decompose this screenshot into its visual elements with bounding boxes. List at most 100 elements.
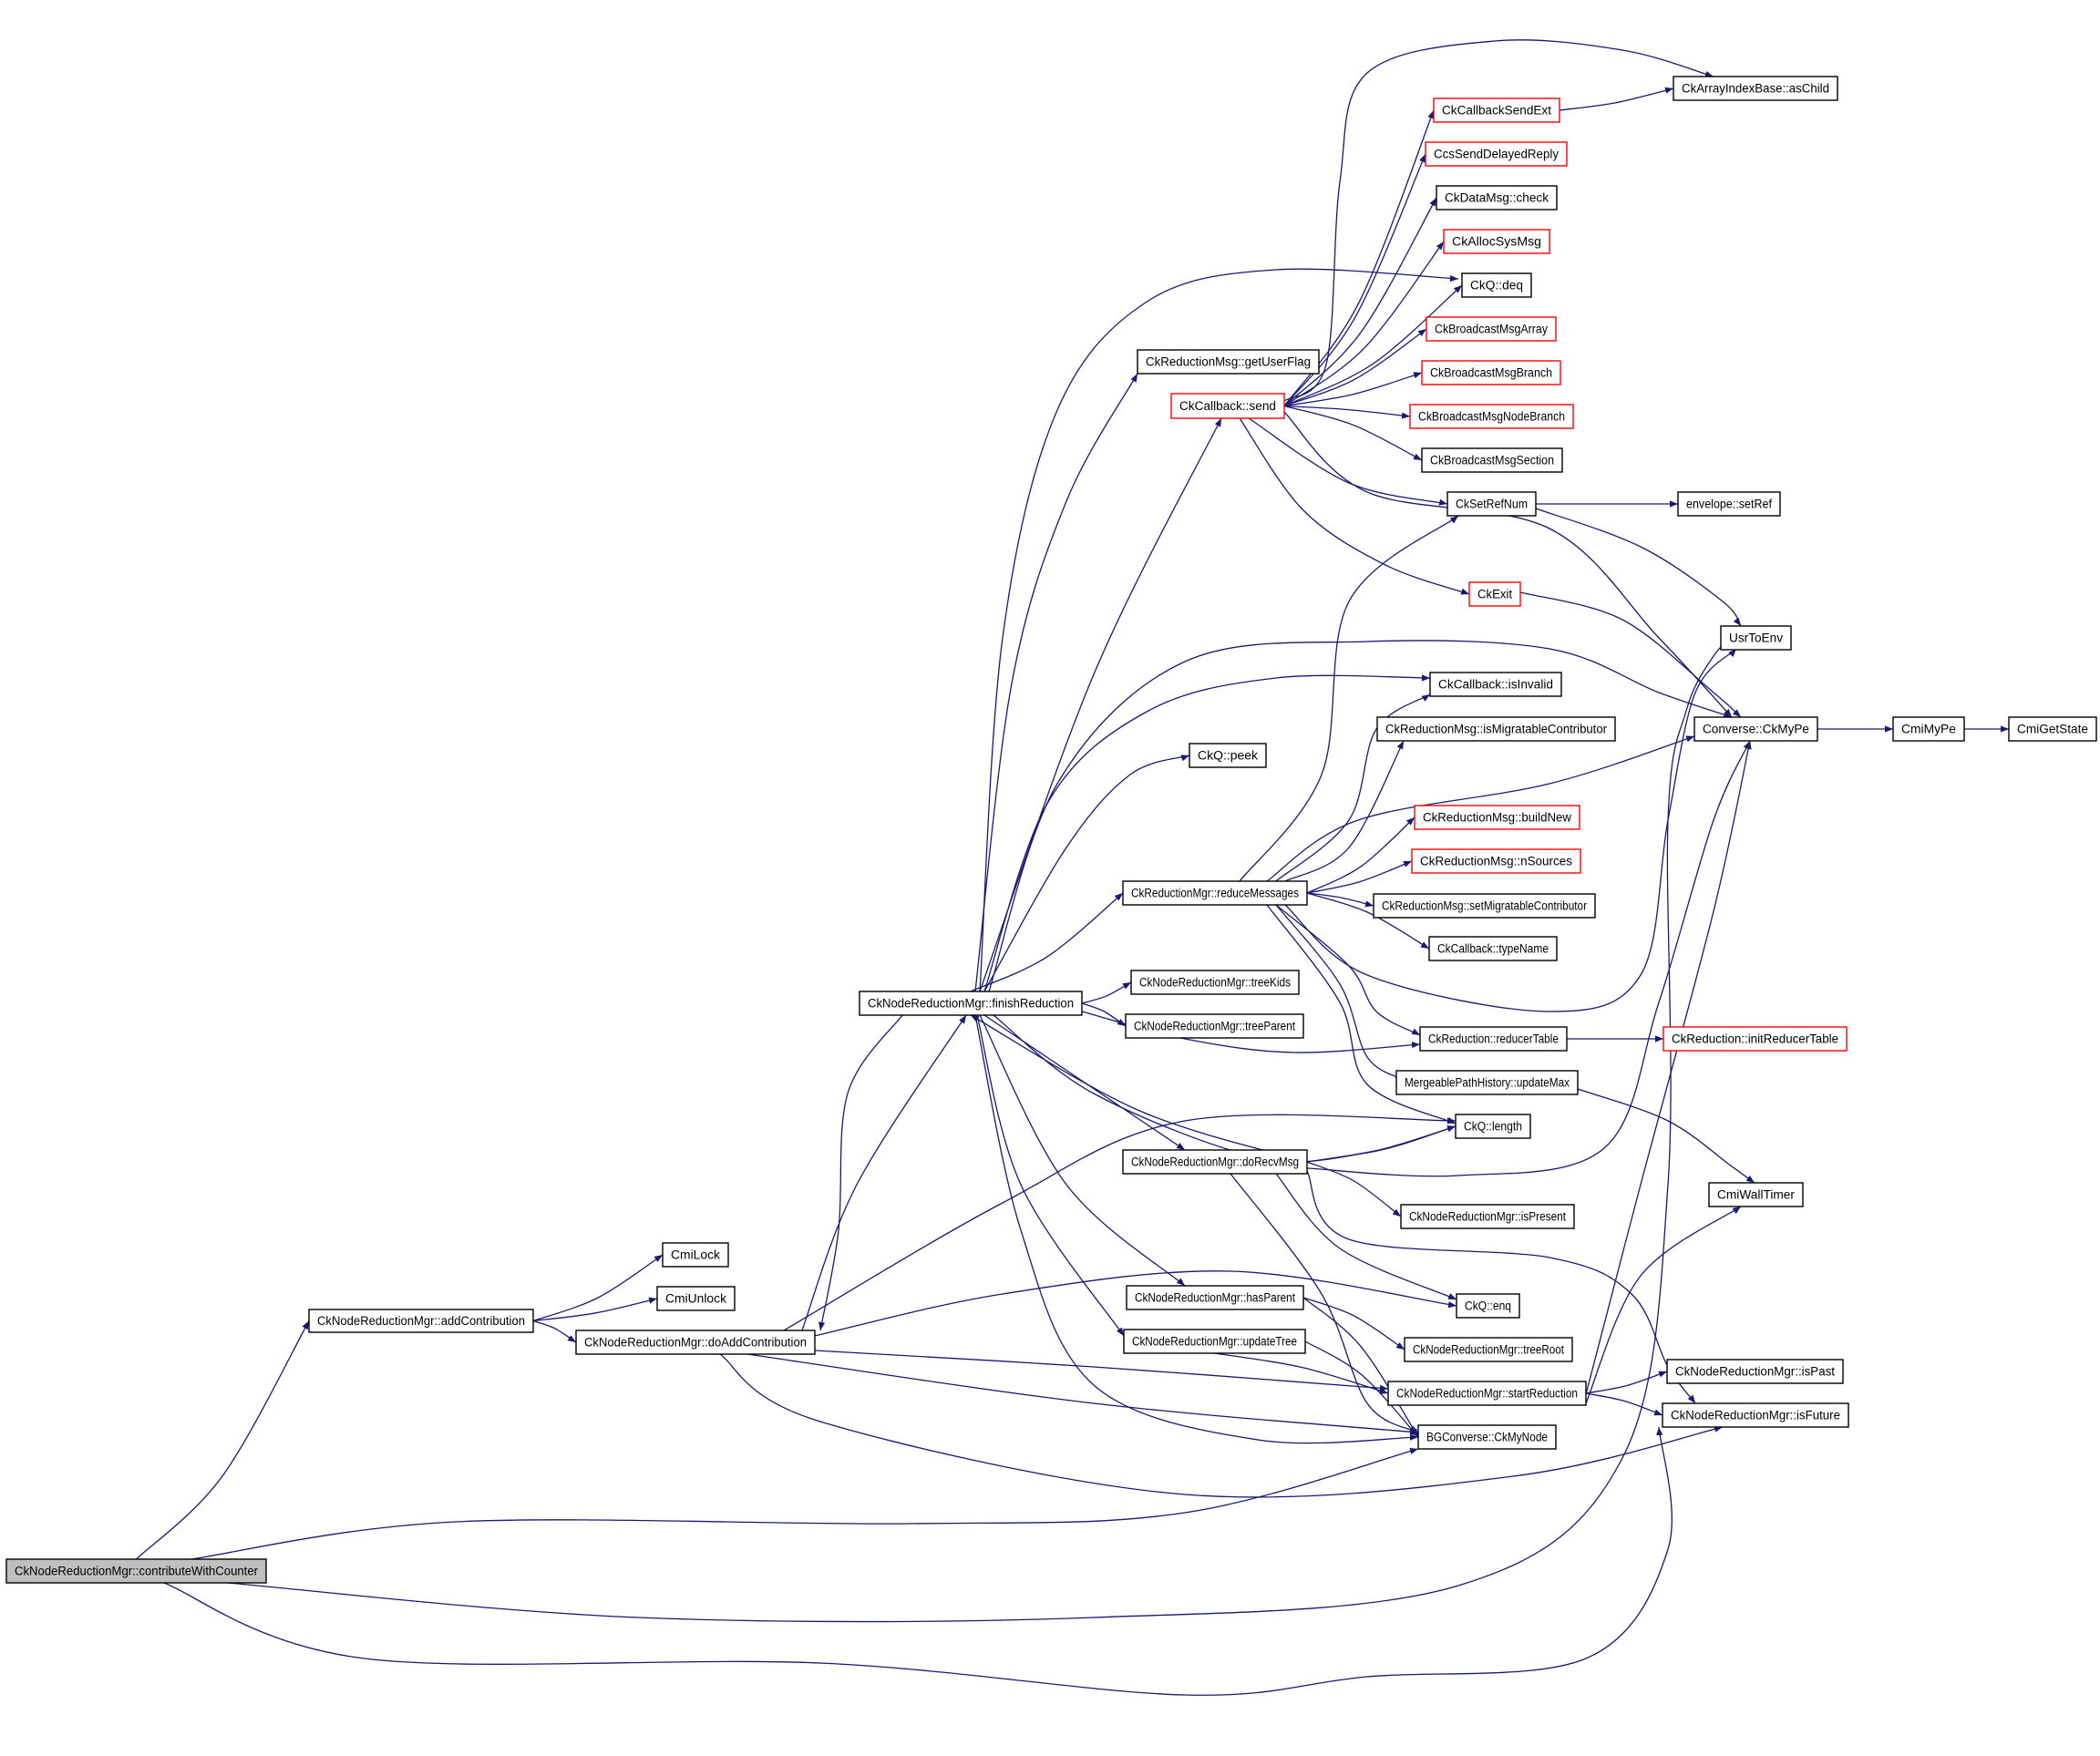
node-asChild[interactable]: CkArrayIndexBase::asChild (1673, 76, 1838, 101)
node-box (1130, 970, 1300, 995)
node-CmiGetState[interactable]: CmiGetState (2008, 716, 2097, 742)
node-reducerTable[interactable]: CkReduction::reducerTable (1419, 1026, 1568, 1052)
node-label: CmiUnlock (665, 1292, 726, 1306)
edge-finishReduction-to-peek (983, 755, 1190, 992)
node-bcArray[interactable]: CkBroadcastMsgArray (1426, 316, 1557, 342)
node-box (1426, 316, 1557, 342)
node-box (1125, 1013, 1304, 1039)
node-treeRoot[interactable]: CkNodeReductionMgr::treeRoot (1404, 1337, 1573, 1362)
node-box (1400, 1204, 1575, 1229)
node-isMigratable[interactable]: CkReductionMsg::isMigratableContributor (1376, 716, 1616, 742)
node-CmiLock[interactable]: CmiLock (662, 1242, 729, 1268)
edge-cbSend-to-CkExit (1239, 417, 1470, 595)
node-finishReduction[interactable]: CkNodeReductionMgr::finishReduction (859, 991, 1083, 1016)
node-doAddContribution[interactable]: CkNodeReductionMgr::doAddContribution (575, 1330, 816, 1355)
node-label: CkDataMsg::check (1445, 191, 1549, 205)
edge-CkExit-to-CkMyPe (1519, 591, 1742, 718)
node-bcBranch[interactable]: CkBroadcastMsgBranch (1421, 360, 1561, 385)
edge-finishReduction-to-isInvalid (983, 674, 1431, 992)
edge-doAddContribution-to-isFuture (719, 1353, 1724, 1498)
node-getUserFlag[interactable]: CkReductionMsg::getUserFlag (1137, 349, 1320, 375)
node-label: CkReductionMsg::setMigratableContributor (1382, 899, 1587, 913)
node-treeParent[interactable]: CkNodeReductionMgr::treeParent (1125, 1013, 1304, 1039)
node-box (1170, 393, 1285, 419)
node-label: CkReductionMsg::isMigratableContributor (1385, 723, 1607, 736)
node-label: CkNodeReductionMgr::hasParent (1135, 1291, 1295, 1305)
node-label: CkNodeReductionMgr::treeKids (1139, 976, 1291, 990)
node-label: CkBroadcastMsgBranch (1430, 366, 1552, 380)
node-updateTree[interactable]: CkNodeReductionMgr::updateTree (1123, 1329, 1306, 1354)
edge-cbSend-to-bcArray (1283, 328, 1427, 407)
node-treeKids[interactable]: CkNodeReductionMgr::treeKids (1130, 970, 1300, 995)
node-hasParent[interactable]: CkNodeReductionMgr::hasParent (1126, 1285, 1304, 1310)
node-CkAllocSysMsg[interactable]: CkAllocSysMsg (1443, 229, 1550, 254)
node-setRef[interactable]: envelope::setRef (1677, 491, 1781, 517)
node-CkExit[interactable]: CkExit (1468, 581, 1521, 607)
node-bcSection[interactable]: CkBroadcastMsgSection (1421, 447, 1563, 473)
node-enq[interactable]: CkQ::enq (1456, 1293, 1520, 1319)
edge-doAddContribution-to-enq (814, 1270, 1457, 1337)
node-label: CkCallback::typeName (1437, 942, 1549, 956)
edge-startReduction-to-isFuture (1585, 1392, 1663, 1416)
nodes-layer: CkNodeReductionMgr::contributeWithCounte… (5, 76, 2097, 1584)
node-reduceMessages[interactable]: CkReductionMgr::reduceMessages (1122, 880, 1308, 906)
edge-finishReduction-to-getUserFlag (974, 373, 1138, 992)
node-peek[interactable]: CkQ::peek (1189, 743, 1267, 768)
node-box (1414, 805, 1580, 830)
node-isInvalid[interactable]: CkCallback::isInvalid (1429, 672, 1562, 697)
node-deq[interactable]: CkQ::deq (1461, 272, 1532, 298)
node-box (1373, 893, 1596, 919)
node-CkSetRefNum[interactable]: CkSetRefNum (1446, 491, 1537, 517)
edge-cbSend-to-CkSetRefNum (1248, 417, 1448, 506)
node-CcsSendDelayedReply[interactable]: CcsSendDelayedReply (1425, 141, 1568, 167)
node-setMigratable[interactable]: CkReductionMsg::setMigratableContributor (1373, 893, 1596, 919)
edge-cbSend-to-CkAllocSysMsg (1283, 241, 1445, 407)
edge-doRecvMsg-to-enq (1275, 1173, 1457, 1300)
node-label: UsrToEnv (1729, 632, 1783, 645)
node-label: CkNodeReductionMgr::treeRoot (1413, 1343, 1564, 1357)
node-CkMyPe[interactable]: Converse::CkMyPe (1693, 716, 1818, 742)
node-cbSend[interactable]: CkCallback::send (1170, 393, 1285, 419)
edge-finishReduction-to-CkMyPe (988, 640, 1733, 992)
node-label: CkReduction::initReducerTable (1672, 1032, 1838, 1046)
node-box (1708, 1182, 1804, 1207)
node-CmiWallTimer[interactable]: CmiWallTimer (1708, 1182, 1804, 1207)
node-isPresent[interactable]: CkNodeReductionMgr::isPresent (1400, 1204, 1575, 1229)
edge-reduceMessages-to-CkMyPe (1266, 735, 1695, 882)
edge-startReduction-to-isPast (1585, 1371, 1668, 1394)
node-box (1720, 625, 1792, 651)
node-CmiUnlock[interactable]: CmiUnlock (656, 1286, 736, 1311)
node-buildNew[interactable]: CkReductionMsg::buildNew (1414, 805, 1580, 830)
node-isPast[interactable]: CkNodeReductionMgr::isPast (1666, 1359, 1844, 1384)
edge-finishReduction-to-deq (979, 268, 1459, 992)
edge-cbSend-to-dataMsgCheck (1283, 197, 1437, 406)
node-box (1421, 447, 1563, 473)
node-label: CkNodeReductionMgr::isPast (1675, 1365, 1835, 1379)
node-UsrToEnv[interactable]: UsrToEnv (1720, 625, 1792, 651)
node-contributeWithCounter[interactable]: CkNodeReductionMgr::contributeWithCounte… (5, 1558, 267, 1584)
node-addContribution[interactable]: CkNodeReductionMgr::addContribution (308, 1309, 534, 1333)
node-updateMax[interactable]: MergeablePathHistory::updateMax (1395, 1070, 1579, 1095)
node-box (1189, 743, 1267, 768)
node-box (1446, 491, 1537, 517)
node-label: CkArrayIndexBase::asChild (1682, 82, 1829, 96)
node-bcNodeBranch[interactable]: CkBroadcastMsgNodeBranch (1409, 404, 1574, 429)
edge-finishReduction-to-hasParent (979, 1014, 1186, 1287)
node-length[interactable]: CkQ::length (1455, 1114, 1531, 1139)
node-CkMyNode[interactable]: BGConverse::CkMyNode (1417, 1424, 1557, 1450)
node-doRecvMsg[interactable]: CkNodeReductionMgr::doRecvMsg (1122, 1149, 1308, 1175)
edge-finishReduction-to-treeKids (1081, 981, 1132, 1004)
edge-cbSend-to-CkCallbackSendExt (1283, 109, 1435, 406)
node-nSources[interactable]: CkReductionMsg::nSources (1411, 848, 1581, 874)
node-CmiMyPe[interactable]: CmiMyPe (1892, 716, 1965, 742)
node-dataMsgCheck[interactable]: CkDataMsg::check (1436, 185, 1558, 211)
node-typeName[interactable]: CkCallback::typeName (1428, 936, 1558, 961)
node-label: envelope::setRef (1686, 498, 1772, 511)
node-startReduction[interactable]: CkNodeReductionMgr::startReduction (1387, 1381, 1587, 1406)
node-box (1404, 1337, 1573, 1362)
node-label: CkBroadcastMsgSection (1430, 454, 1554, 467)
node-isFuture[interactable]: CkNodeReductionMgr::isFuture (1662, 1402, 1849, 1428)
node-initReducerTable[interactable]: CkReduction::initReducerTable (1662, 1026, 1848, 1052)
node-CkCallbackSendExt[interactable]: CkCallbackSendExt (1433, 98, 1560, 123)
node-box (859, 991, 1083, 1016)
